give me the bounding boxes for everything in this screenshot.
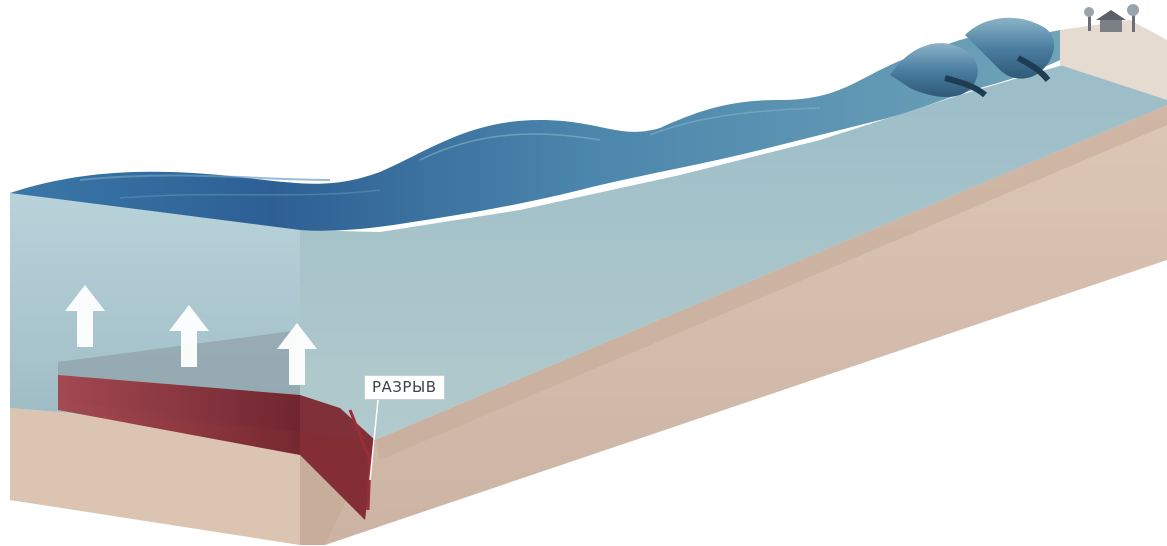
house-icon <box>1096 10 1126 32</box>
rupture-label: РАЗРЫВ <box>364 375 445 400</box>
